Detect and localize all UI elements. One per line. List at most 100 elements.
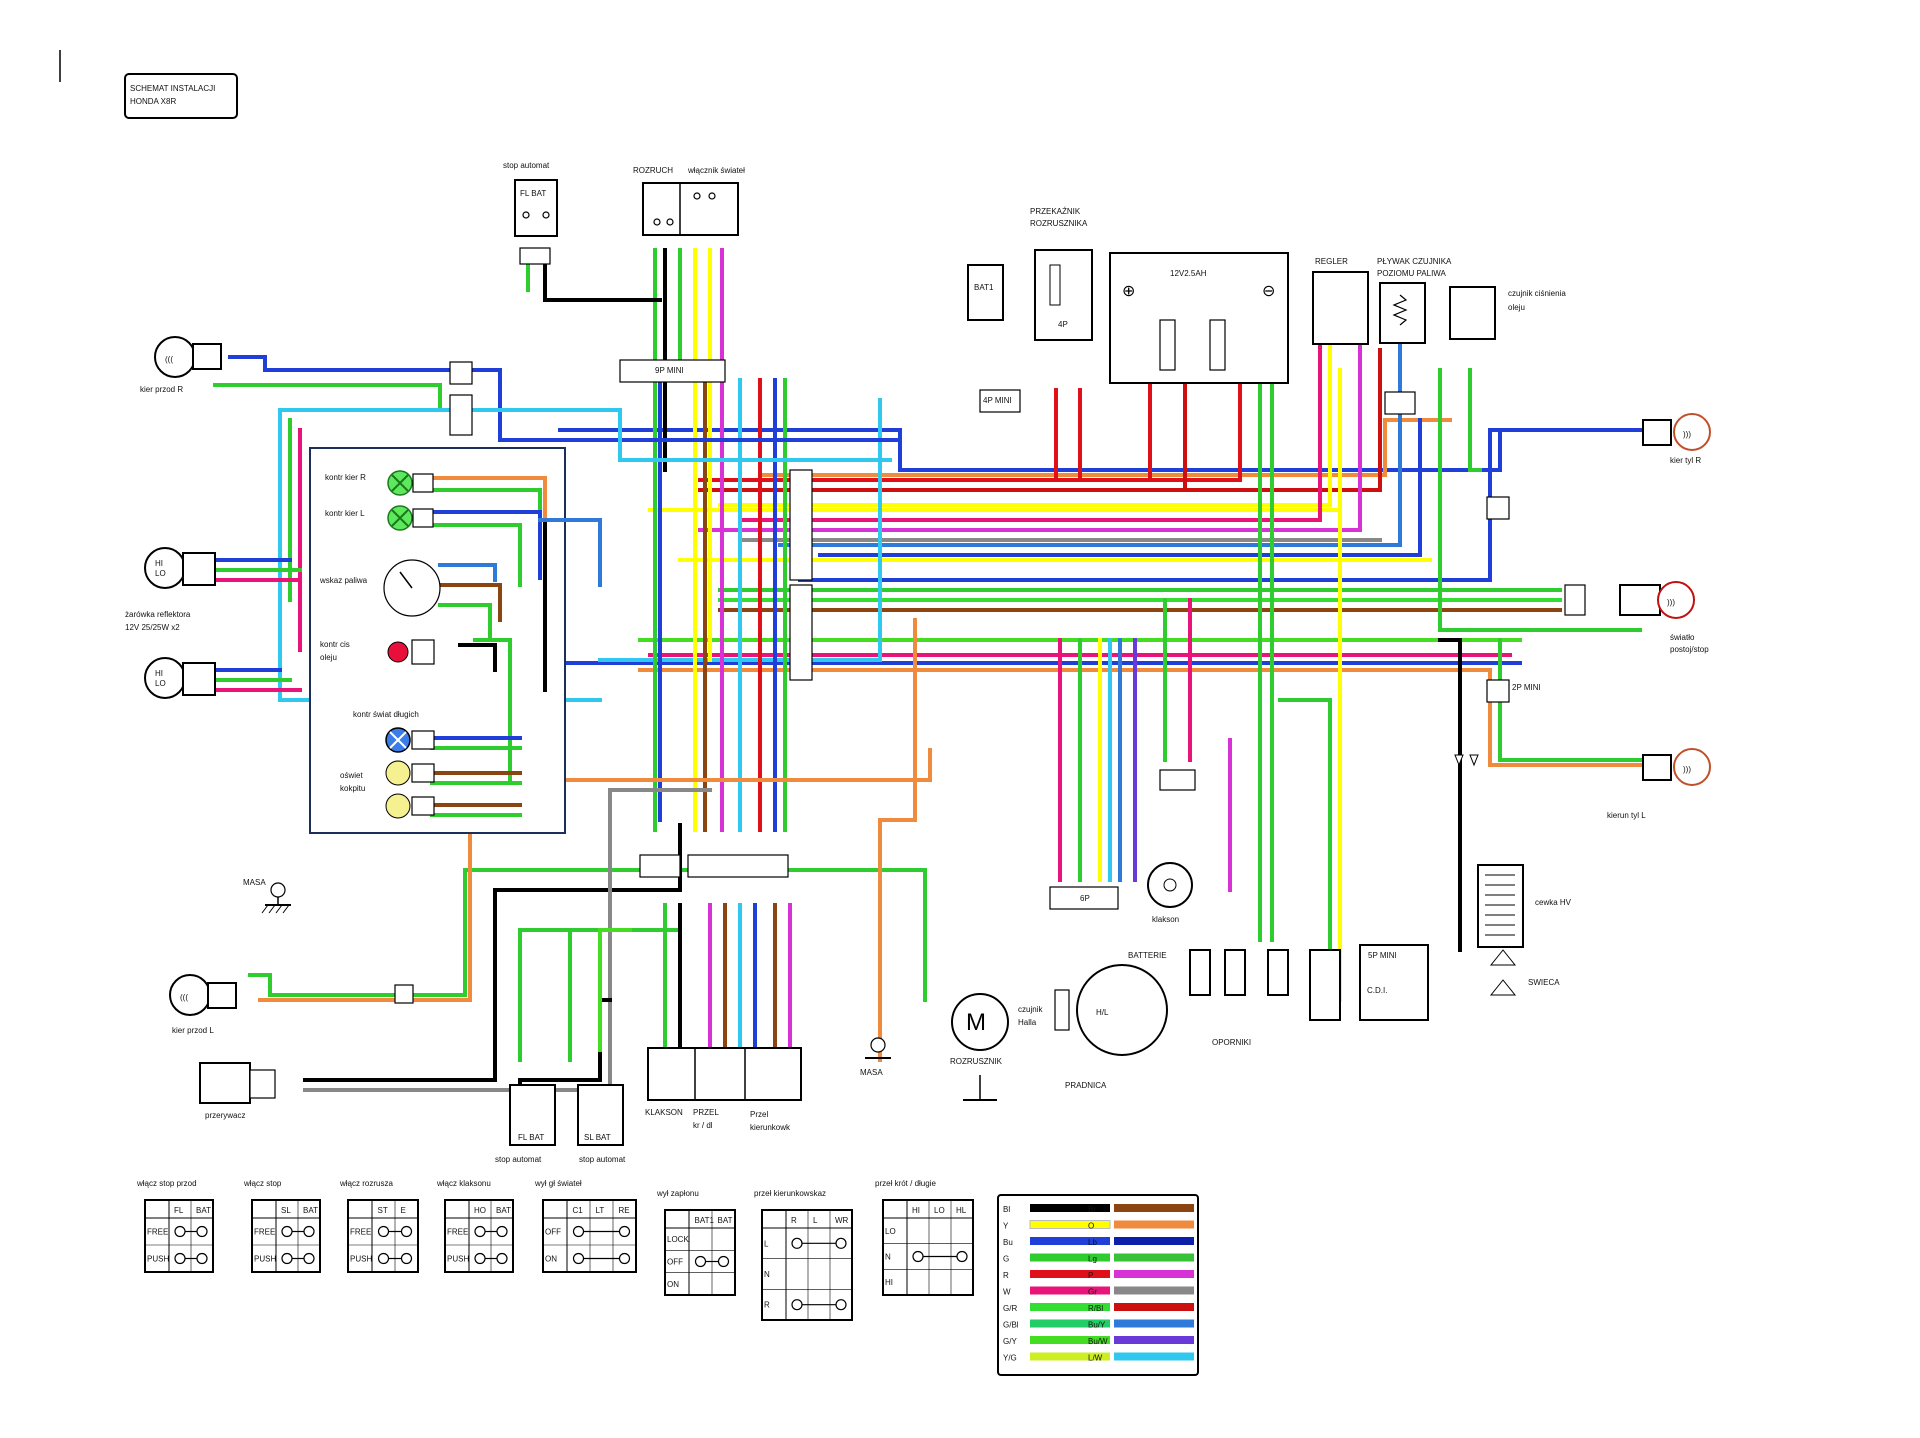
left-handlebar-switch: KLAKSON PRZEL kr / dl Przel kierunkowk	[645, 1047, 802, 1132]
connector-left-top	[449, 361, 473, 385]
kontr-kier-l-label: kontr kier L	[325, 509, 365, 518]
legend-swatch	[1029, 1220, 1111, 1229]
legend-swatch	[1114, 1319, 1194, 1328]
switch-row-label: PUSH	[350, 1255, 372, 1264]
contact-icon	[618, 1252, 631, 1265]
kier-tyl-r-label: kier tyl R	[1670, 456, 1701, 465]
connector-6p-center	[789, 584, 813, 681]
legend-swatch	[1030, 1270, 1110, 1278]
contact-icon	[377, 1225, 390, 1238]
connector-2p-mini-right	[1486, 679, 1510, 703]
legend-code: Bu/Y	[1088, 1321, 1106, 1330]
przerywacz-label: przerywacz	[205, 1111, 245, 1120]
kier-przod-l-label: kier przod L	[172, 1026, 214, 1035]
battery-plus-icon: ⊕	[1122, 283, 1135, 300]
ground-left: MASA	[243, 878, 291, 914]
przekaznik-label-1: PRZEKAŹNIK	[1030, 207, 1081, 216]
legend-swatch	[1114, 1204, 1194, 1212]
switch-table-title: wył zapłonu	[656, 1189, 699, 1198]
legend-code: P	[1088, 1271, 1093, 1280]
plywak-label-1: PŁYWAK CZUJNIKA	[1377, 257, 1452, 266]
kierun-tyl-l-label: kierun tyl L	[1607, 811, 1646, 820]
wlacznik-swiatel-label: włącznik świateł	[687, 166, 745, 175]
switch-table-title: wył gł świateł	[534, 1179, 582, 1188]
oporniki-label: OPORNIKI	[1212, 1038, 1251, 1047]
switch-table-frame	[542, 1199, 637, 1273]
switch-table-title: przeł kierunkowskaz	[754, 1189, 826, 1198]
switch-row-label: FREE	[254, 1228, 275, 1237]
headlight-bulb-1: HI LO	[144, 547, 216, 589]
hall-sensor	[1054, 989, 1070, 1031]
legend-code: Bl	[1003, 1205, 1010, 1214]
switch-table-title: włącz rozrusza	[339, 1179, 393, 1188]
legend-code: G/R	[1003, 1304, 1017, 1313]
fuse-2	[1209, 319, 1226, 371]
contact-icon	[835, 1299, 847, 1311]
contact-icon	[912, 1250, 924, 1263]
oil-pressure-sensor: czujnik ciśnienia oleju	[1449, 286, 1566, 340]
switch-row-label: PUSH	[447, 1255, 469, 1264]
czujnik-halla-label-2: Halla	[1018, 1018, 1037, 1027]
alternator: H/L BATTERIE PRADNICA	[1065, 951, 1168, 1090]
switch-row-label: HI	[885, 1278, 893, 1287]
legend-code: G	[1003, 1255, 1009, 1264]
switch-col-label: HL	[956, 1206, 967, 1215]
przekaznik-label-2: ROZRUSZNIKA	[1030, 219, 1088, 228]
diode-1-icon	[1454, 754, 1464, 767]
legend-swatch	[1030, 1286, 1110, 1295]
contact-icon	[618, 1225, 631, 1238]
swiatlo-label-2: postoj/stop	[1670, 645, 1709, 654]
legend-code: Br	[1088, 1205, 1096, 1214]
masa-center-label: MASA	[860, 1068, 883, 1077]
czujnik-cisnienia-label-1: czujnik ciśnienia	[1508, 289, 1566, 298]
legend-code: Bu/W	[1088, 1337, 1108, 1346]
kier-przod-r-label: kier przod R	[140, 385, 183, 394]
stop-automat-2: SL BAT stop automat	[577, 1084, 626, 1164]
connector-4p-mini-left	[979, 389, 1021, 413]
legend-swatch	[1114, 1237, 1194, 1245]
switch-col-label: LO	[934, 1206, 945, 1215]
switch-row-label: LOCK	[667, 1235, 689, 1244]
contact-icon	[174, 1252, 186, 1265]
connector-6p-label: 6P	[1080, 894, 1090, 903]
legend-code: Lb	[1088, 1238, 1097, 1247]
contact-icon	[496, 1225, 508, 1238]
dashboard-panel: kontr kier R kontr kier L wskaz paliwa k…	[309, 447, 602, 834]
czujnik-halla-label-1: czujnik	[1018, 1005, 1043, 1014]
swiatlo-label-1: światło	[1670, 633, 1695, 642]
legend-code: Bu	[1003, 1238, 1013, 1247]
przel-label-1: PRZEL	[693, 1108, 719, 1117]
battery-lbl: BATTERIE	[1128, 951, 1167, 960]
svg-text:))): )))	[1667, 598, 1675, 607]
tail-bulb-icon	[1657, 581, 1695, 619]
switch-col-label: FL	[174, 1206, 184, 1215]
kontr-cis-label-1: kontr cis	[320, 640, 350, 649]
legend-swatch	[1030, 1253, 1110, 1262]
diode-2-icon	[1469, 754, 1479, 767]
stop-automat-top-label: stop automat	[503, 161, 550, 170]
switch-row-label: ON	[545, 1255, 557, 1264]
connector-9p-mini-bottom	[687, 854, 789, 878]
svg-text:FL BAT: FL BAT	[518, 1133, 544, 1142]
przel-label-2: kr / dl	[693, 1121, 713, 1130]
przel-kier-label-1: Przel	[750, 1110, 768, 1119]
connector-9p-top	[619, 359, 726, 383]
switch-col-label: BAT	[303, 1206, 318, 1215]
legend-code: R/Bl	[1088, 1304, 1103, 1313]
svg-text:(((: (((	[165, 355, 173, 364]
connector-6p	[1049, 886, 1119, 910]
oil-warning-icon	[387, 641, 409, 663]
switch-row-label: PUSH	[147, 1255, 169, 1264]
kontr-cis-label-2: oleju	[320, 653, 337, 662]
svg-text:LO: LO	[155, 679, 166, 688]
svg-text:SL BAT: SL BAT	[584, 1133, 611, 1142]
contact-icon	[377, 1252, 390, 1265]
alternator-hl-label: H/L	[1096, 1008, 1109, 1017]
connector-4p-mini-bottom	[639, 854, 681, 878]
swieca-label: SWIECA	[1528, 978, 1560, 987]
fuel-sender: PŁYWAK CZUJNIKA POZIOMU PALIWA	[1377, 257, 1452, 344]
switch-col-label: E	[401, 1206, 406, 1215]
